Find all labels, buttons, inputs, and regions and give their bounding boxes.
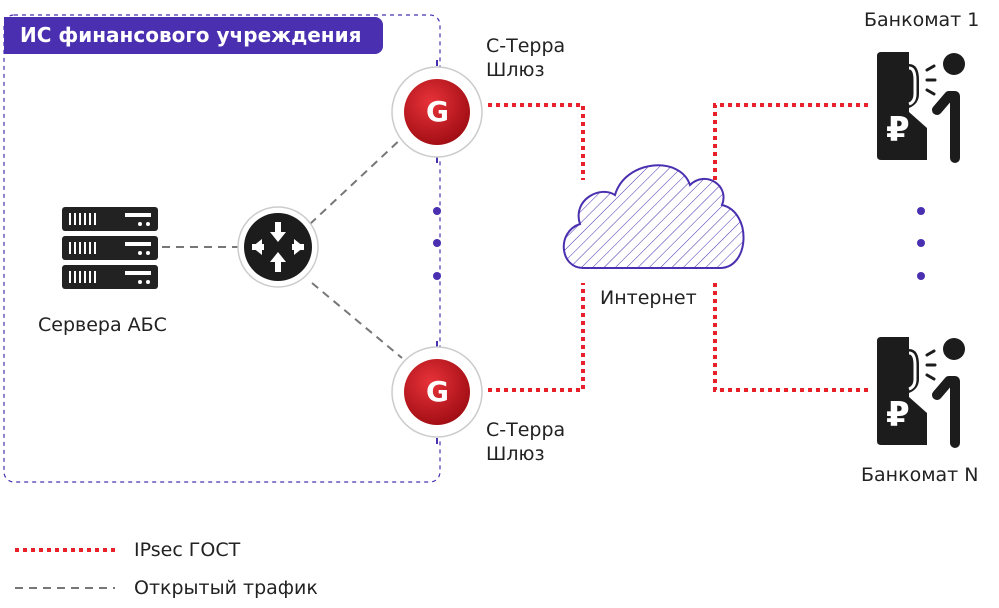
gateway-bottom-icon (391, 341, 483, 444)
atm-n-currency: ₽ (886, 395, 910, 435)
internet-label: Интернет (600, 287, 697, 309)
link-router-gateway-bottom (311, 282, 403, 359)
internet-cloud-icon (562, 164, 745, 269)
gateway-bottom-label-1: С-Терра (486, 419, 566, 441)
ipsec-gw-top-internet (488, 103, 585, 180)
router-icon (237, 206, 319, 288)
link-router-gateway-top (309, 136, 404, 225)
more-gateways-dots (433, 207, 441, 280)
gateway-top-label-1: С-Терра (486, 35, 566, 57)
ipsec-internet-atm-n (713, 283, 872, 392)
gateway-top-icon (391, 60, 483, 163)
gateway-bottom-label-2: Шлюз (486, 443, 545, 465)
atm-1-currency: ₽ (886, 110, 910, 150)
gateway-glyph-bottom: G (426, 375, 449, 408)
institution-boundary (3, 14, 441, 483)
atm-1-label: Банкомат 1 (864, 9, 980, 31)
servers-icon (62, 207, 158, 289)
ipsec-gw-bottom-internet (488, 283, 585, 392)
legend-open-label: Открытый трафик (134, 577, 318, 599)
atm-1-icon (877, 52, 965, 163)
gateway-top-label-2: Шлюз (486, 59, 545, 81)
legend-ipsec-label: IPsec ГОСТ (134, 539, 241, 561)
atm-n-label: Банкомат N (861, 464, 979, 486)
ipsec-internet-atm-1 (713, 103, 872, 180)
institution-title: ИС финансового учреждения (4, 17, 383, 54)
gateway-glyph-top: G (426, 95, 449, 128)
servers-label: Сервера АБС (38, 314, 167, 336)
more-atms-dots (917, 207, 925, 280)
